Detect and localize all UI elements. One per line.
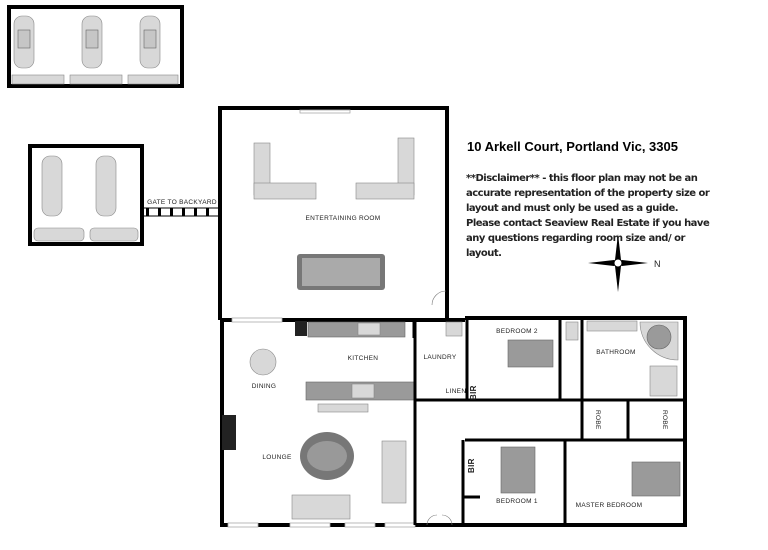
spa-bath-icon bbox=[639, 321, 679, 361]
label-linen: LINEN bbox=[446, 388, 467, 395]
pool-table-icon bbox=[297, 254, 385, 290]
car-icon bbox=[13, 15, 35, 69]
label-bir-2: BIR bbox=[467, 458, 476, 473]
label-lounge: LOUNGE bbox=[262, 454, 292, 461]
garage-three-car bbox=[7, 5, 184, 88]
entertaining-room: ENTERTAINING ROOM bbox=[218, 106, 449, 320]
car-icon bbox=[41, 155, 63, 217]
main-house bbox=[220, 316, 687, 528]
label-robe-2: ROBE bbox=[661, 410, 668, 430]
gate-to-backyard: GATE TO BACKYARD bbox=[143, 199, 220, 217]
label-robe-1: ROBE bbox=[594, 410, 601, 430]
label-gate: GATE TO BACKYARD bbox=[147, 199, 217, 206]
label-bir-1: BIR bbox=[469, 385, 478, 400]
label-bedroom-1: BEDROOM 1 bbox=[496, 498, 538, 505]
label-entertaining-room: ENTERTAINING ROOM bbox=[306, 215, 381, 222]
label-laundry: LAUNDRY bbox=[423, 354, 456, 361]
car-icon bbox=[95, 155, 117, 217]
property-address-heading: 10 Arkell Court, Portland Vic, 3305 bbox=[467, 139, 678, 154]
compass-rose-icon: N bbox=[588, 234, 661, 292]
label-kitchen: KITCHEN bbox=[348, 355, 379, 362]
disclaimer-text: **Disclaimer** - this floor plan may not… bbox=[466, 173, 710, 259]
label-master-bedroom: MASTER BEDROOM bbox=[576, 502, 643, 509]
compass-north-label: N bbox=[654, 259, 661, 269]
label-dining: DINING bbox=[252, 383, 277, 390]
dining-table-icon bbox=[249, 348, 277, 376]
rug-icon bbox=[300, 432, 354, 480]
garage-two-car bbox=[28, 144, 144, 246]
car-icon bbox=[81, 15, 103, 69]
label-bedroom-2: BEDROOM 2 bbox=[496, 328, 538, 335]
car-icon bbox=[139, 15, 161, 69]
label-bathroom: BATHROOM bbox=[596, 349, 635, 356]
